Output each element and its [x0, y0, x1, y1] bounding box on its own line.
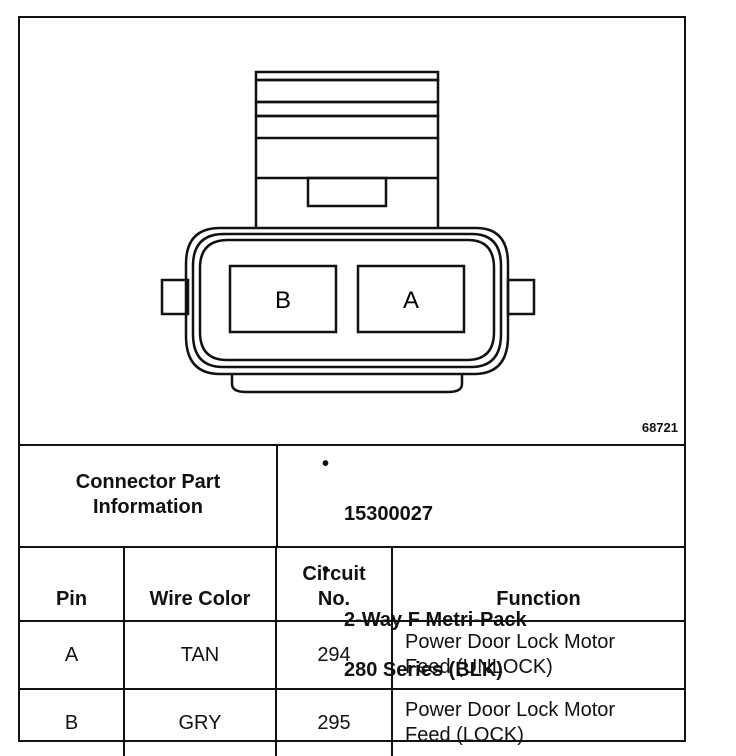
connector-outer-shell — [184, 226, 510, 376]
table-row: B GRY 295 Power Door Lock Motor Feed (LO… — [20, 688, 684, 756]
cell-pin: A — [20, 620, 125, 690]
connector-shell-inner-1 — [191, 232, 503, 369]
figure-number: 68721 — [641, 420, 678, 435]
connector-part-info-label: Connector Part Information — [20, 444, 278, 546]
connector-bottom-skirt — [230, 374, 464, 394]
list-item: • 15300027 — [278, 452, 678, 552]
pin-table-header: Pin Wire Color Circuit No. Function — [20, 546, 684, 622]
header-function: Function — [391, 546, 684, 622]
function-line2: Feed (LOCK) — [405, 724, 524, 746]
header-circuit-line2: No. — [317, 588, 351, 610]
connector-body-sides — [254, 138, 440, 228]
connector-latch-tab — [306, 176, 388, 208]
connector-part-info-row: Connector Part Information • 15300027 • … — [20, 444, 684, 681]
cavity-b-outline — [228, 264, 338, 334]
connector-latch-rib — [254, 100, 440, 118]
cell-circuit: 295 — [275, 688, 393, 756]
cell-circuit: 294 — [275, 620, 393, 690]
connector-side-tab-right — [506, 278, 536, 316]
cavity-a-label: A — [403, 287, 419, 314]
connector-diagram: B A 68721 — [20, 18, 684, 446]
connector-latch-rib — [254, 78, 440, 104]
info-label-line2: Information — [93, 496, 203, 518]
cell-pin: B — [20, 688, 125, 756]
cavity-a-outline — [356, 264, 466, 334]
connector-side-tab-left — [160, 278, 190, 316]
header-pin: Pin — [20, 546, 125, 622]
cell-wire-color: TAN — [123, 620, 277, 690]
pin-table: Pin Wire Color Circuit No. Function A TA… — [20, 546, 684, 756]
table-row: A TAN 294 Power Door Lock Motor Feed (UN… — [20, 620, 684, 690]
connector-latch-rib — [254, 114, 440, 140]
cavity-b-label: B — [275, 287, 291, 314]
cell-function: Power Door Lock Motor Feed (LOCK) — [391, 688, 684, 756]
connector-drawing: B A — [160, 70, 536, 394]
header-wire-color: Wire Color — [123, 546, 277, 622]
bullet-icon: • — [322, 453, 330, 475]
cell-wire-color: GRY — [123, 688, 277, 756]
connector-info-sheet: B A 68721 Connector Part Information • 1… — [18, 16, 686, 756]
connector-shell-inner-2 — [198, 238, 496, 362]
function-line1: Power Door Lock Motor — [405, 631, 616, 653]
info-label-line1: Connector Part — [75, 471, 221, 493]
function-line2: Feed (UNLOCK) — [405, 656, 553, 678]
function-line1: Power Door Lock Motor — [405, 699, 616, 721]
header-circuit-no: Circuit No. — [275, 546, 393, 622]
cell-function: Power Door Lock Motor Feed (UNLOCK) — [391, 620, 684, 690]
part-number: 15300027 — [344, 503, 433, 525]
header-circuit-line1: Circuit — [302, 563, 366, 585]
